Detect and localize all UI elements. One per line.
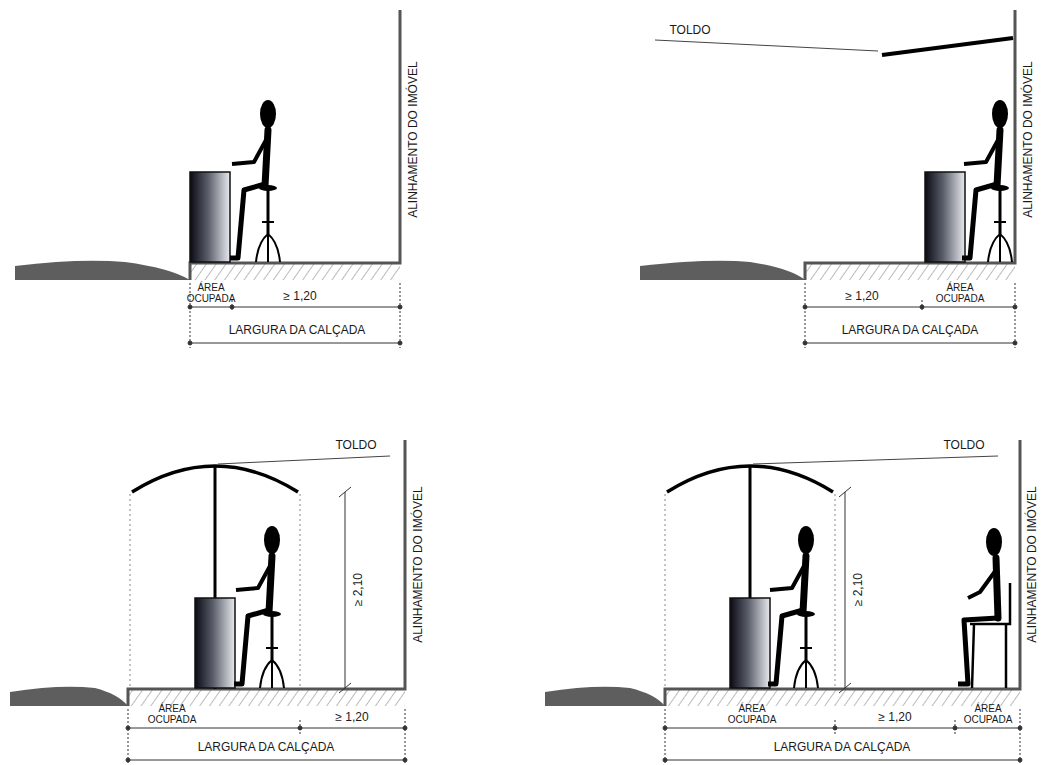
dimension-label: ≥ 1,20 bbox=[878, 711, 911, 724]
alignment-label: ALINHAMENTO DO IMÓVEL bbox=[1025, 487, 1038, 643]
area-label: ÁREA OCUPADA bbox=[934, 282, 986, 304]
alignment-label: ALINHAMENTO DO IMÓVEL bbox=[1021, 62, 1034, 218]
alignment-label: ALINHAMENTO DO IMÓVEL bbox=[411, 487, 424, 643]
awning-label: TOLDO bbox=[669, 24, 710, 37]
dimension-label: LARGURA DA CALÇADA bbox=[842, 324, 979, 337]
area-label: ÁREA OCUPADA bbox=[962, 703, 1014, 725]
area-label: ÁREA OCUPADA bbox=[146, 703, 198, 725]
area-label: ÁREA OCUPADA bbox=[185, 282, 237, 304]
dimension-label: ≥ 1,20 bbox=[845, 290, 878, 303]
dimension-label: ≥ 2,10 bbox=[852, 573, 865, 606]
awning-label: TOLDO bbox=[943, 439, 984, 452]
dimension-label: ≥ 1,20 bbox=[283, 290, 316, 303]
dimension-label: ≥ 1,20 bbox=[335, 711, 368, 724]
awning-label: TOLDO bbox=[335, 439, 376, 452]
dimension-label: ≥ 2,10 bbox=[352, 573, 365, 606]
dimension-label: LARGURA DA CALÇADA bbox=[198, 741, 335, 754]
dimension-label: LARGURA DA CALÇADA bbox=[774, 741, 911, 754]
dimension-label: LARGURA DA CALÇADA bbox=[229, 324, 366, 337]
area-label: ÁREA OCUPADA bbox=[726, 703, 778, 725]
alignment-label: ALINHAMENTO DO IMÓVEL bbox=[406, 62, 419, 218]
